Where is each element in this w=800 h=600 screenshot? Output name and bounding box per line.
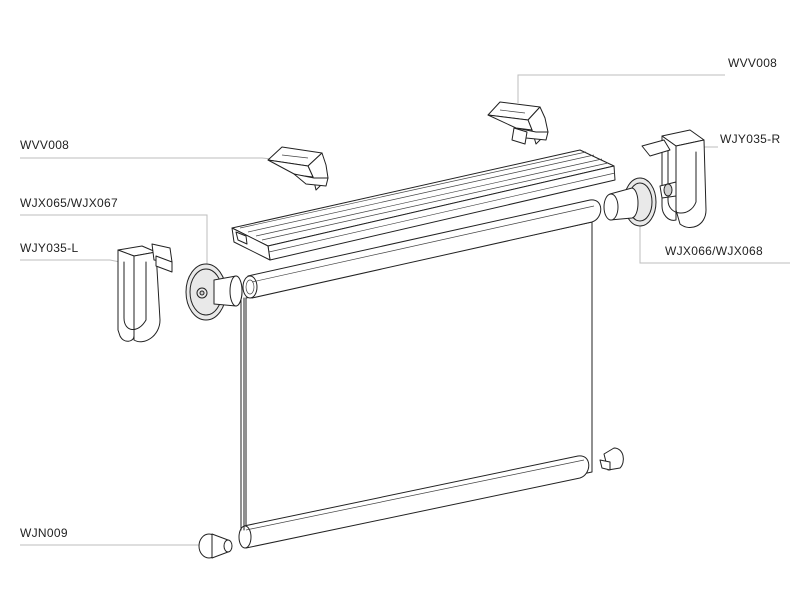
leader-lines: [20, 74, 790, 546]
roller-tube: [242, 199, 602, 299]
label-wvv008-right: WVV008: [728, 56, 778, 70]
label-wjx066-wjx068: WJX066/WJX068: [665, 244, 763, 258]
end-cap-right: [599, 447, 624, 471]
leader-wjx065: [20, 214, 208, 267]
label-wjy035-r: WJY035-R: [720, 132, 781, 146]
bracket-right: [641, 129, 707, 228]
control-unit-right: [603, 177, 657, 227]
leader-wvv008-left: [20, 157, 283, 161]
bracket-left: [117, 243, 173, 343]
label-wvv008-left: WVV008: [20, 138, 70, 152]
leader-wvv008-right: [517, 74, 725, 103]
mounting-clip-right: [487, 101, 549, 145]
operating-chain: [240, 297, 245, 531]
headrail: [231, 149, 616, 261]
leader-wjy035-l: [20, 259, 121, 263]
mounting-clip-left: [267, 146, 329, 191]
label-wjx065-wjx067: WJX065/WJX067: [20, 196, 118, 210]
label-wjn009: WJN009: [20, 526, 68, 540]
bottom-bar: [238, 455, 590, 549]
end-cap-left: [198, 533, 233, 559]
control-unit-left: [185, 263, 243, 321]
label-wjy035-l: WJY035-L: [20, 241, 79, 255]
